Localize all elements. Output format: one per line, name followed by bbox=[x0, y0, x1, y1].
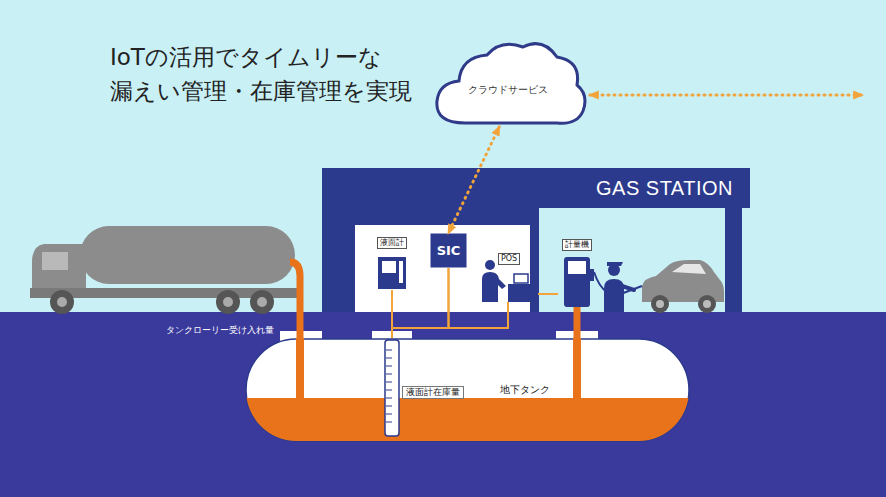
level-gauge-console-label: 液面計 bbox=[377, 237, 407, 249]
pos-terminal-shape-part bbox=[485, 260, 495, 270]
underground-tank-shape-part-part bbox=[386, 398, 392, 399]
tank-truck-part bbox=[223, 297, 233, 307]
sky bbox=[0, 0, 886, 314]
tank-truck-part bbox=[57, 297, 67, 307]
tank-truck bbox=[30, 226, 298, 314]
underground-tank-shape-part-part bbox=[386, 366, 392, 367]
underground-tank-shape-part-part bbox=[386, 390, 392, 391]
level-gauge-console: 液面計 bbox=[373, 237, 411, 290]
gas-station-building-shape-part bbox=[355, 225, 530, 312]
fuel-dispenser-shape-part bbox=[564, 257, 590, 307]
title-wrap: IoTの活用でタイムリーな 漏えい管理・在庫管理を実現 bbox=[110, 40, 440, 108]
stock-volume-label: 液面計在庫量 bbox=[402, 386, 464, 399]
signal-wire bbox=[391, 290, 393, 338]
attendant-part bbox=[607, 262, 623, 266]
attendant-part bbox=[622, 286, 634, 290]
underground-tank-shape-part-part bbox=[386, 382, 392, 383]
receipt-volume-label: タンクローリー受け入れ量 bbox=[166, 324, 274, 337]
diagram-title: IoTの活用でタイムリーな 漏えい管理・在庫管理を実現 bbox=[110, 40, 440, 108]
underground-tank-shape-part bbox=[386, 350, 392, 422]
sic-controller: SIC bbox=[430, 233, 467, 268]
gas-station-building-shape-part bbox=[322, 168, 355, 312]
delivery-pipe bbox=[290, 262, 300, 340]
underground-tank-label: 地下タンク bbox=[500, 384, 550, 397]
pos-terminal-label: POS bbox=[498, 253, 520, 265]
underground-tank-shape-part-part bbox=[386, 350, 392, 351]
ground-part bbox=[0, 312, 886, 497]
underground-tank-shape-part-part bbox=[386, 358, 392, 359]
pos-terminal-shape-part bbox=[514, 274, 528, 283]
pos-terminal-shape-part bbox=[508, 284, 534, 302]
signal-wire bbox=[392, 268, 449, 328]
cloud-service-shape-part bbox=[437, 44, 585, 124]
underground-tank-shape-part-part bbox=[386, 414, 392, 415]
tank-truck-part bbox=[257, 297, 267, 307]
level-gauge-console-shape-part bbox=[382, 261, 396, 273]
sky-part bbox=[0, 0, 886, 314]
car-part bbox=[651, 295, 669, 313]
cloud-link-arrow-part bbox=[590, 94, 862, 97]
dotted-data-link bbox=[449, 127, 500, 233]
attendant-part bbox=[604, 279, 624, 312]
car bbox=[642, 260, 724, 313]
underground-tank-shape-part bbox=[385, 340, 399, 436]
pos-terminal: POS bbox=[478, 246, 538, 302]
delivery-pipe-part bbox=[290, 262, 300, 340]
underground-tank-shape-part-part bbox=[386, 406, 392, 407]
car-part bbox=[642, 260, 724, 302]
tank-truck-part bbox=[50, 290, 74, 314]
underground-tank-shape-part-part bbox=[386, 374, 392, 375]
underground-tank-shape-part bbox=[246, 398, 689, 441]
car-part bbox=[698, 295, 716, 313]
fuel-dispenser-shape-part bbox=[590, 269, 594, 281]
underground-tank-shape-part bbox=[573, 338, 581, 408]
fuel-pipe bbox=[574, 307, 581, 338]
cloud-service-label: クラウドサービス bbox=[468, 84, 548, 97]
signal-wire bbox=[449, 268, 509, 328]
car-part bbox=[656, 300, 664, 308]
attendant bbox=[604, 262, 634, 312]
cloud-service-shape bbox=[425, 35, 590, 127]
cloud-link-arrow bbox=[590, 95, 862, 96]
receipt-volume-label-wrap: タンクローリー受け入れ量 bbox=[166, 318, 274, 337]
tank-truck-part bbox=[80, 226, 295, 284]
level-gauge-console-shape-part bbox=[378, 257, 406, 289]
underground-tank-shape-part bbox=[296, 338, 304, 408]
fuel-dispenser-label: 計量機 bbox=[562, 239, 592, 251]
sic-controller-shape-part bbox=[430, 233, 467, 268]
underground-tank-shape bbox=[245, 338, 690, 442]
underground-tank: 地下タンク bbox=[245, 338, 690, 442]
underground-tank-shape-part bbox=[246, 339, 689, 441]
ground bbox=[0, 312, 886, 497]
tank-truck-part bbox=[42, 252, 68, 270]
stock-volume-label-wrap: 液面計在庫量 bbox=[402, 380, 464, 399]
level-gauge-console-shape-part bbox=[399, 261, 403, 283]
tank-truck-part bbox=[250, 290, 274, 314]
car-part bbox=[703, 300, 711, 308]
underground-tank-shape-part-part bbox=[386, 422, 392, 423]
cloud-service: クラウドサービス bbox=[425, 35, 590, 127]
gas-station-building-shape-part bbox=[725, 208, 742, 312]
tank-truck-part bbox=[216, 290, 240, 314]
pos-terminal-shape-part bbox=[482, 272, 506, 302]
fuel-dispenser: 計量機 bbox=[558, 239, 596, 307]
gas-station-building-label: GAS STATION bbox=[596, 177, 733, 200]
sic-controller-label: SIC bbox=[437, 243, 461, 258]
signal-wire bbox=[538, 293, 558, 295]
car-part bbox=[672, 264, 706, 274]
gas-station-building: GAS STATION SIC 液面計 POS 計量機 bbox=[322, 168, 750, 312]
fuel-dispenser-shape-part bbox=[568, 261, 586, 274]
